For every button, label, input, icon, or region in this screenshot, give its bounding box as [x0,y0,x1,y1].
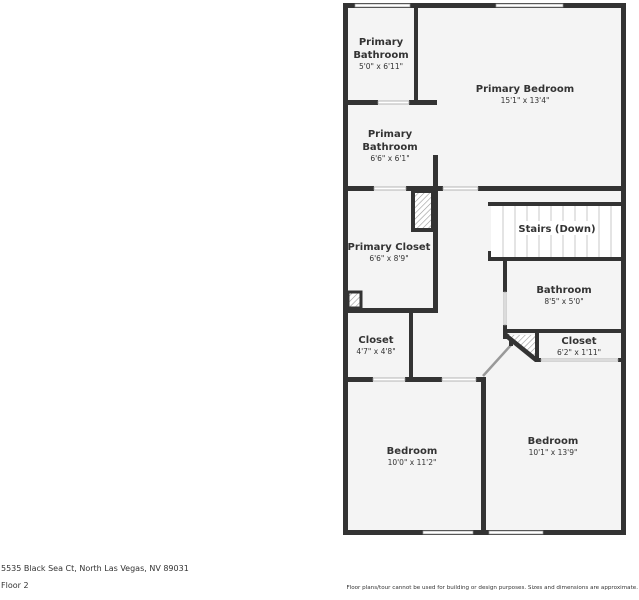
room-primary-bathroom-small: Primary Bathroom 5'0" x 6'11" [353,37,408,71]
floor-label: Floor 2 [1,581,29,590]
shaft-hatch [509,335,535,356]
room-primary-bathroom: Primary Bathroom 6'6" x 6'1" [362,129,417,163]
shaft-hatch [346,290,363,310]
doors [372,100,619,382]
room-name: Primary Closet [348,242,431,253]
room-name: Primary [359,37,404,48]
room-name: Primary [368,129,413,140]
room-dims: 15'1" x 13'4" [501,96,550,105]
room-dims: 10'1" x 13'9" [529,448,578,457]
room-dims: 10'0" x 11'2" [388,458,437,467]
shaft-hatch [411,189,435,232]
room-primary-bedroom: Primary Bedroom 15'1" x 13'4" [476,84,574,105]
room-name: Bathroom [362,142,417,153]
room-dims: 6'6" x 6'1" [370,154,409,163]
room-dims: 4'7" x 4'8" [356,347,395,356]
room-dims: 5'0" x 6'11" [359,62,403,71]
room-name: Bathroom [536,285,591,296]
room-dims: 8'5" x 5'0" [544,297,583,306]
room-name: Closet [561,336,596,347]
room-name: Closet [358,335,393,346]
room-name: Bedroom [387,446,438,457]
room-bathroom: Bathroom 8'5" x 5'0" [536,285,591,306]
room-stairs-label: Stairs (Down) [518,224,595,235]
disclaimer: Floor plans/tour cannot be used for buil… [346,585,638,591]
interior-walls [343,3,626,535]
address: 5535 Black Sea Ct, North Las Vegas, NV 8… [1,564,189,573]
room-name: Bedroom [528,436,579,447]
room-closet-left: Closet 4'7" x 4'8" [356,335,395,356]
room-name: Primary Bedroom [476,84,574,95]
room-dims: 6'6" x 8'9" [369,254,408,263]
windows [354,3,564,535]
room-name: Bathroom [353,50,408,61]
room-dims: 6'2" x 1'11" [557,348,601,357]
room-bedroom-right: Bedroom 10'1" x 13'9" [528,436,579,457]
room-primary-closet: Primary Closet 6'6" x 8'9" [348,242,431,263]
room-closet-right: Closet 6'2" x 1'11" [557,336,601,357]
stairs[interactable] [491,206,621,257]
room-bedroom-left: Bedroom 10'0" x 11'2" [387,446,438,467]
